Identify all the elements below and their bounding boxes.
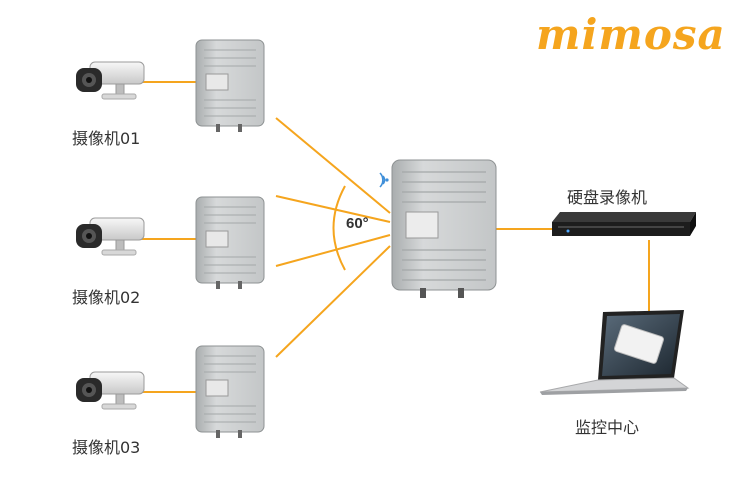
wireless-bridge-icon [195,345,265,438]
camera-03-label: 摄像机03 [72,438,141,457]
links [140,81,650,393]
beam-line [275,245,391,358]
central-bridge-icon [391,159,497,298]
recorder-label: 硬盘录像机 [567,188,648,207]
brand-logo: mimosa [536,10,726,59]
monitor-center-label: 监控中心 [575,418,640,437]
security-camera-icon [76,61,145,100]
beam-line [275,195,391,223]
laptop-icon [539,310,690,395]
wireless-bridge-icon [195,39,265,132]
security-camera-icon [76,217,145,256]
beam-line [275,117,391,214]
camera-01-label: 摄像机01 [72,129,141,148]
wireless-bridge-icon [195,196,265,289]
recorder-icon [552,212,696,236]
security-camera-icon [76,371,145,410]
beam-angle-arc [332,185,346,271]
beam-angle-label: 60° [346,215,369,232]
wifi-signal-icon [379,172,389,188]
beam-line [275,234,391,267]
camera-02-label: 摄像机02 [72,288,141,307]
